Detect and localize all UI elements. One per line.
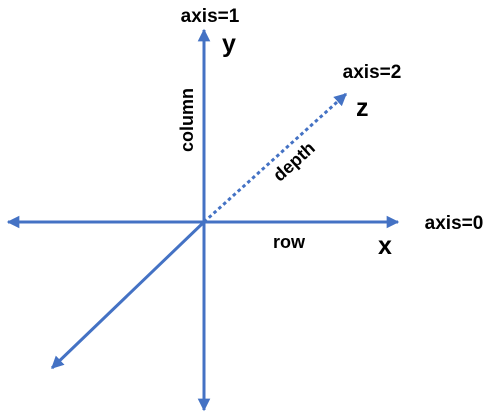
z-axis-letter: z [356,94,369,122]
z-axis-dotted-arrow [202,92,348,224]
x-axis-label: axis=0 [425,213,484,234]
y-axis-label: axis=1 [181,6,240,27]
x-axis-name: row [273,232,306,252]
y-axis-letter: y [222,30,236,58]
z-axis-negative-arrow [50,220,206,370]
z-axis-label: axis=2 [343,62,402,83]
z-axis-name: depth [269,138,319,186]
x-axis-letter: x [378,232,392,260]
y-axis-name: column [177,88,197,152]
